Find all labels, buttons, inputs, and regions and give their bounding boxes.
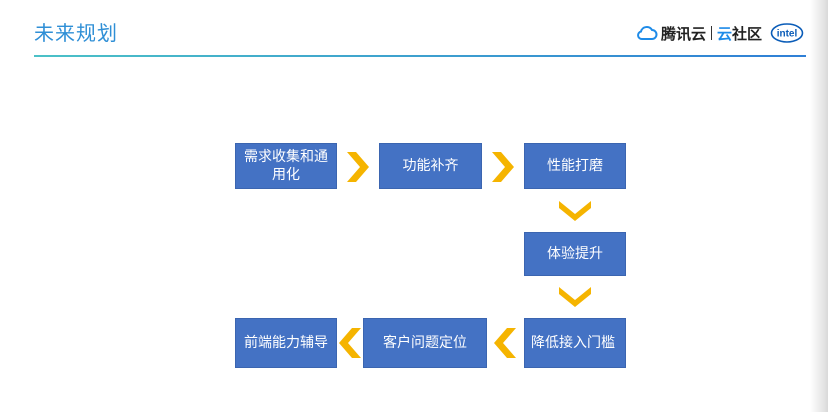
step-label: 需求收集和通用化 [244, 149, 328, 183]
logo-community: 社区 [731, 24, 762, 43]
header-divider [34, 55, 806, 57]
step-label: 功能补齐 [402, 158, 459, 174]
cloud-icon [637, 26, 658, 40]
intel-logo-icon: intel [770, 23, 804, 43]
chevron-down-icon [559, 201, 591, 221]
logo-community-mark: 云 [716, 24, 732, 43]
step-label: 性能打磨 [547, 158, 603, 174]
chevron-right-icon [492, 152, 514, 182]
logo-brand: 腾讯云 [660, 24, 706, 43]
step-box-requirements: 需求收集和通用化 [235, 143, 337, 189]
logo-partner: intel [777, 29, 798, 40]
chevron-left-icon [339, 328, 361, 358]
step-label: 客户问题定位 [383, 335, 467, 351]
step-label: 降低接入门槛 [531, 335, 615, 351]
step-label: 前端能力辅导 [244, 335, 328, 351]
step-box-onboarding: 降低接入门槛 [524, 318, 626, 368]
step-label: 体验提升 [547, 246, 603, 262]
chevron-right-icon [347, 152, 369, 182]
step-box-performance: 性能打磨 [524, 143, 626, 189]
chevron-left-icon [494, 328, 516, 358]
logo-divider [710, 26, 712, 40]
page-title: 未来规划 [34, 21, 118, 45]
step-box-experience: 体验提升 [524, 232, 626, 276]
chevron-down-icon [559, 287, 591, 307]
step-box-frontend-coaching: 前端能力辅导 [235, 318, 337, 368]
slide-edge-shadow [810, 0, 828, 412]
step-box-features: 功能补齐 [379, 143, 482, 189]
step-box-troubleshooting: 客户问题定位 [363, 318, 487, 368]
logo-group: 腾讯云 云 社区 intel [636, 21, 804, 45]
